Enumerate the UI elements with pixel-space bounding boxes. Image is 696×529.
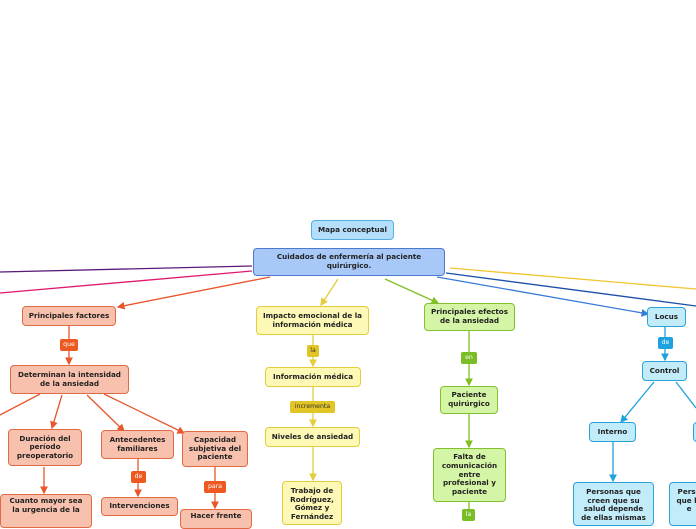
line-determinan-left [0,393,41,416]
node-falta-comunicacion[interactable]: Falta de comunicación entre profesional … [433,448,506,502]
line-determinan-capacidad [103,393,186,434]
node-control[interactable]: Control [642,361,687,381]
node-antecedentes-familiares[interactable]: Antecedentes familiares [101,430,174,459]
line-determinan-antecedentes [86,394,125,432]
node-capacidad-subjetiva[interactable]: Capacidad subjetiva del paciente [182,431,248,467]
node-personas-creen[interactable]: Personas que creen que su salud depende … [573,482,654,526]
line-root-locus [436,276,650,317]
line-root-magenta [0,270,253,294]
node-root-cuidados[interactable]: Cuidados de enfermería al paciente quirú… [253,248,445,276]
link-label-la: la [307,345,319,357]
link-label-de: de [131,471,146,483]
node-niveles-ansiedad[interactable]: Niveles de ansiedad [265,427,360,447]
node-impacto-emocional[interactable]: Impacto emocional de la información médi… [256,306,369,335]
node-duracion-periodo[interactable]: Duración del período preoperatorio [8,429,82,466]
node-trabajo-rodriguez[interactable]: Trabajo de Rodríguez, Gómez y Fernández [282,481,342,525]
node-paciente-quirurgico[interactable]: Paciente quirúrgico [440,386,498,414]
link-label-para: para [204,481,226,493]
line-root-gold [449,267,696,290]
line-root-factores [116,276,271,310]
node-right-partial[interactable] [693,422,696,442]
node-mapa-conceptual[interactable]: Mapa conceptual [311,220,394,240]
link-label-en: en [461,352,477,364]
line-root-navy [445,272,696,307]
node-interno[interactable]: Interno [589,422,636,442]
node-hacer-frente[interactable]: Hacer frente [180,509,252,529]
line-control-right [675,381,696,409]
node-determinan-intensidad[interactable]: Determinan la intensidad de la ansiedad [10,365,129,394]
link-label-la-2: la [462,509,475,521]
line-control-interno [620,381,655,424]
node-personas-partial[interactable]: Perso que la e [669,482,696,526]
line-root-impacto [320,278,339,307]
link-label-que: que [60,339,78,351]
line-determinan-duracion [50,394,63,430]
node-cuanto-mayor[interactable]: Cuanto mayor sea la urgencia de la [0,494,92,528]
link-label-incrementa: incrementa [290,401,335,413]
node-informacion-medica[interactable]: Información médica [265,367,361,387]
node-principales-efectos[interactable]: Principales efectos de la ansiedad [424,303,515,331]
line-root-purple [0,265,253,273]
line-root-efectos [384,278,440,304]
link-label-de-2: de [658,337,673,349]
node-principales-factores[interactable]: Principales factores [22,306,116,326]
node-locus[interactable]: Locus [647,307,686,327]
node-intervenciones[interactable]: Intervenciones [101,497,178,516]
